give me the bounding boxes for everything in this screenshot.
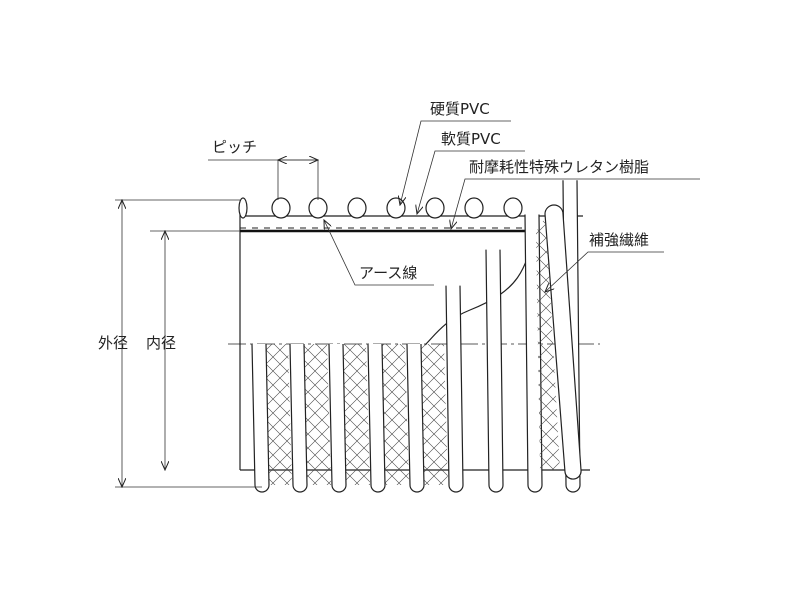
outer-diameter-dimension [115, 200, 262, 487]
hard-pvc-coil [503, 197, 523, 219]
hard-pvc-coil [308, 197, 328, 219]
reinforcing-fiber-label: 補強繊維 [589, 231, 649, 249]
pitch-label: ピッチ [212, 138, 257, 156]
urethane-label: 耐摩耗性特殊ウレタン樹脂 [469, 158, 649, 176]
hard-pvc-coil-side [544, 204, 582, 480]
soft-pvc-label: 軟質PVC [441, 130, 501, 148]
cutaway-curve [424, 230, 536, 346]
hard-pvc-coil-side [367, 343, 386, 493]
hard-pvc-coil [386, 197, 406, 219]
hard-pvc-coil-side [328, 343, 347, 493]
hard-pvc-coil-side [406, 343, 425, 493]
reinforcing-fiber-leader [545, 251, 664, 292]
soft-pvc-leader [417, 150, 525, 214]
hard-pvc-coil [271, 197, 291, 219]
hard-pvc-coil [238, 197, 248, 219]
hard-pvc-coil [347, 197, 367, 219]
hard-pvc-coil-side [251, 343, 270, 493]
hard-pvc-coil-side [485, 249, 504, 493]
hard-pvc-label: 硬質PVC [430, 100, 490, 118]
hard-pvc-leader [400, 120, 511, 205]
hard-pvc-coil-side [445, 285, 464, 493]
reinforcing-fiber-band [536, 216, 560, 470]
inner-diameter-dimension [150, 231, 240, 470]
hard-pvc-coil [464, 197, 484, 219]
urethane-leader [451, 178, 700, 229]
inner-diameter-label: 内径 [146, 334, 176, 352]
pitch-dimension [208, 160, 318, 200]
hard-pvc-coil-side [289, 343, 308, 493]
hose-body [228, 180, 600, 493]
outer-diameter-label: 外径 [98, 334, 128, 352]
ground-wire-label: アース線 [359, 264, 417, 282]
ground-wire-leader [324, 220, 434, 286]
hard-pvc-coil [425, 197, 445, 219]
